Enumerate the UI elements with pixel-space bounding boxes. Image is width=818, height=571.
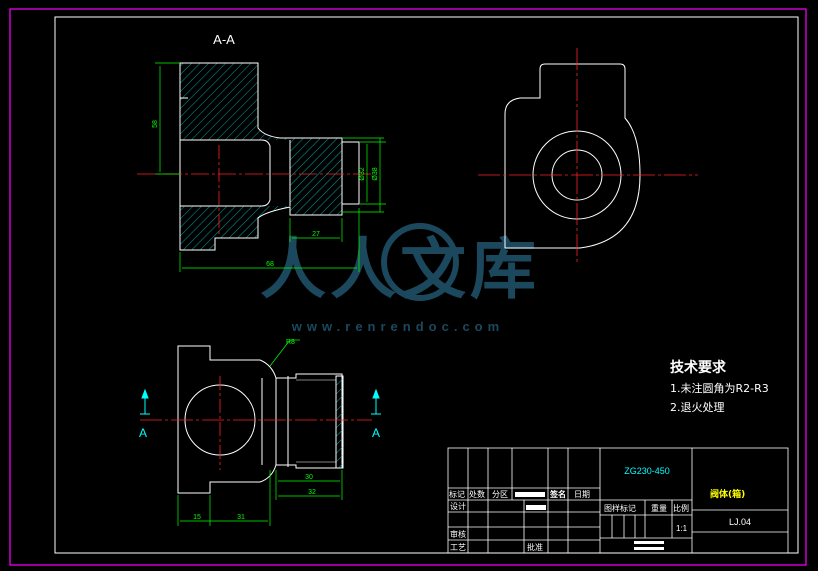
tb-material: ZG230-450 (624, 466, 670, 476)
top-dimensions (177, 339, 343, 526)
dim-bottom-31: 31 (237, 514, 245, 521)
dim-outer-dia: Ø38 (372, 167, 379, 180)
tb-sign: 签名 (549, 489, 566, 499)
tb-process: 工艺 (450, 543, 466, 552)
dim-inner-dia: Ø32 (359, 167, 366, 180)
tech-requirements: 技术要求 1.未注圆角为R2-R3 2.退火处理 (670, 359, 769, 414)
outer-frame (9, 8, 807, 566)
section-bore (180, 139, 271, 207)
watermark-url: www.renrendoc.com (291, 319, 504, 334)
title-block (447, 447, 789, 554)
tech-line-1: 1.未注圆角为R2-R3 (670, 381, 769, 395)
tech-title: 技术要求 (670, 359, 727, 376)
dim-bottom-30: 30 (305, 474, 313, 481)
top-knurl (335, 375, 344, 469)
tb-approve: 批准 (527, 542, 543, 552)
dim-fillet: R8 (286, 339, 295, 346)
side-outline (504, 63, 641, 249)
cut-marker-left: A (139, 426, 147, 440)
tb-design: 设计 (450, 501, 466, 511)
tb-review: 审核 (450, 529, 466, 539)
tb-date: 日期 (574, 490, 590, 499)
tb-mark: 标记 (449, 489, 465, 499)
dim-total-len: 68 (266, 261, 274, 268)
tb-ratio: 比例 (673, 503, 689, 513)
section-outline (179, 62, 343, 251)
dim-boss-len: 27 (312, 231, 320, 238)
inner-frame (54, 16, 799, 554)
side-view (478, 48, 698, 265)
tb-zone: 分区 (492, 490, 508, 499)
top-outline (177, 345, 343, 494)
watermark: 人人文库 www.renrendoc.com (260, 223, 540, 334)
tb-scale: 1:1 (676, 524, 688, 533)
watermark-logo-text: 人人文库 (260, 231, 540, 308)
dim-height-left: 58 (152, 120, 159, 128)
tech-line-2: 2.退火处理 (670, 401, 725, 414)
section-label: A-A (213, 32, 235, 47)
tb-drawing-no: LJ.04 (729, 517, 751, 527)
tb-part-name: 阀体(箱) (710, 488, 745, 500)
section-dimensions (155, 62, 386, 272)
dim-bottom-32: 32 (308, 489, 316, 496)
cut-marker-right: A (372, 426, 380, 440)
tb-weight: 重量 (651, 503, 667, 513)
tb-count: 处数 (469, 489, 485, 499)
dim-bottom-15: 15 (193, 514, 201, 521)
top-view: A A R8 30 32 15 31 (139, 339, 381, 526)
tb-stage: 图样标记 (604, 503, 636, 513)
